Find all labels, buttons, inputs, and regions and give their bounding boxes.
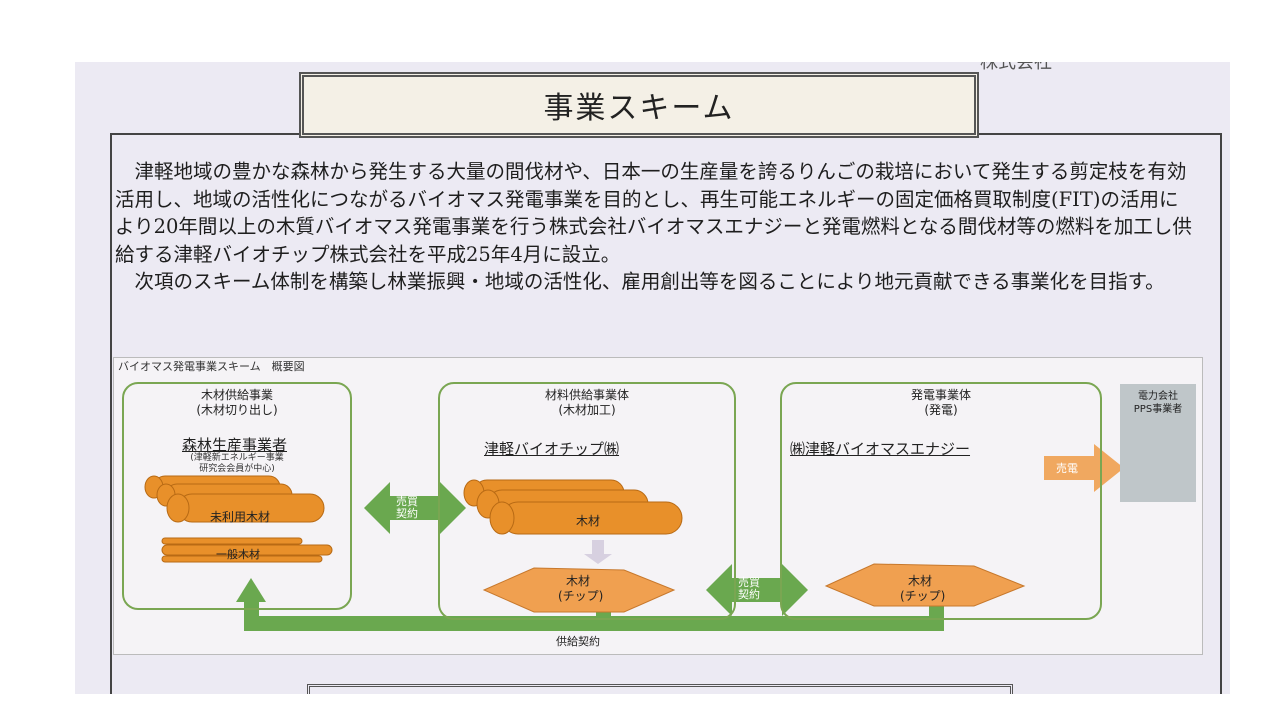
- sell-arrow: [1044, 444, 1124, 492]
- scheme-diagram: バイオマス発電事業スキーム 概要図: [113, 357, 1203, 655]
- panel1-note-1: (津軽新エネルギー事業: [190, 453, 284, 463]
- title-box: 事業スキーム: [299, 72, 979, 138]
- power-company-label: 電力会社: [1138, 391, 1178, 402]
- header-fragment: 株式会社: [980, 62, 1052, 73]
- logs-general-wood-icon: [161, 537, 333, 563]
- supply-contract-label: 供給契約: [556, 635, 600, 648]
- panel-material-supply: 材料供給事業体 (木材加工) 津軽バイオチップ㈱ 木材 木材 (チップ): [438, 382, 736, 620]
- exchange-label-1a: 売買: [396, 495, 418, 508]
- panel-wood-supply: 木材供給事業 (木材切り出し) 森林生産事業者 (津軽新エネルギー事業 研究会会…: [122, 382, 352, 610]
- panel3-chip-label-2: (チップ): [900, 589, 946, 603]
- panel3-title: 発電事業体: [910, 388, 971, 402]
- panel2-title: 材料供給事業体: [544, 388, 629, 402]
- unused-wood-label: 未利用木材: [210, 510, 271, 524]
- logs-unused-wood-icon: [144, 475, 325, 523]
- exchange-label-1b: 契約: [396, 507, 418, 520]
- body-text: 津軽地域の豊かな森林から発生する大量の間伐材や、日本一の生産量を誇るりんごの栽培…: [115, 158, 1195, 296]
- panel2-chip-label-1: 木材: [566, 574, 591, 588]
- page-title: 事業スキーム: [543, 91, 735, 126]
- panel1-note-2: 研究会会員が中心): [199, 464, 275, 474]
- paragraph-1: 津軽地域の豊かな森林から発生する大量の間伐材や、日本一の生産量を誇るりんごの栽培…: [115, 160, 1192, 266]
- wood-chips-icon-2: [824, 563, 1026, 607]
- panel2-subtitle: (木材加工): [558, 403, 616, 417]
- diagram-graphics: [144, 444, 1124, 631]
- sell-power-label: 売電: [1056, 462, 1078, 475]
- exchange-label-2a: 売買: [738, 576, 760, 589]
- panel1-title: 木材供給事業: [200, 388, 273, 402]
- pps-label: PPS事業者: [1133, 404, 1183, 415]
- next-section-box: [307, 684, 1013, 694]
- panel2-wood-label: 木材: [576, 514, 601, 528]
- wood-chips-icon: [482, 567, 676, 613]
- general-wood-label: 一般木材: [216, 548, 260, 561]
- exchange-arrow-1: [364, 482, 466, 534]
- exchange-arrow-2: [706, 564, 808, 616]
- panel3-subtitle: (発電): [924, 403, 958, 417]
- panel2-entity: 津軽バイオチップ㈱: [484, 440, 620, 458]
- panel-power-generation: 発電事業体 (発電) ㈱津軽バイオマスエナジー 木材 (チップ): [780, 382, 1102, 620]
- panel3-chip-label-1: 木材: [908, 574, 933, 588]
- paragraph-2: 次項のスキーム体制を構築し林業振興・地域の活性化、雇用創出等を図ることにより地元…: [134, 270, 1165, 294]
- panel1-subtitle: (木材切り出し): [196, 403, 278, 417]
- logs-wood-icon: [463, 479, 683, 535]
- diagram-title: バイオマス発電事業スキーム 概要図: [118, 360, 305, 373]
- document-page: 株式会社 事業スキーム 津軽地域の豊かな森林から発生する大量の間伐材や、日本一の…: [75, 62, 1230, 694]
- exchange-label-2b: 契約: [738, 588, 760, 601]
- panel2-chip-label-2: (チップ): [558, 589, 604, 603]
- panel3-entity: ㈱津軽バイオマスエナジー: [790, 440, 971, 458]
- power-company-box: 電力会社 PPS事業者: [1120, 384, 1196, 502]
- panel1-entity: 森林生産事業者: [182, 436, 288, 454]
- down-arrow-icon: [584, 540, 612, 564]
